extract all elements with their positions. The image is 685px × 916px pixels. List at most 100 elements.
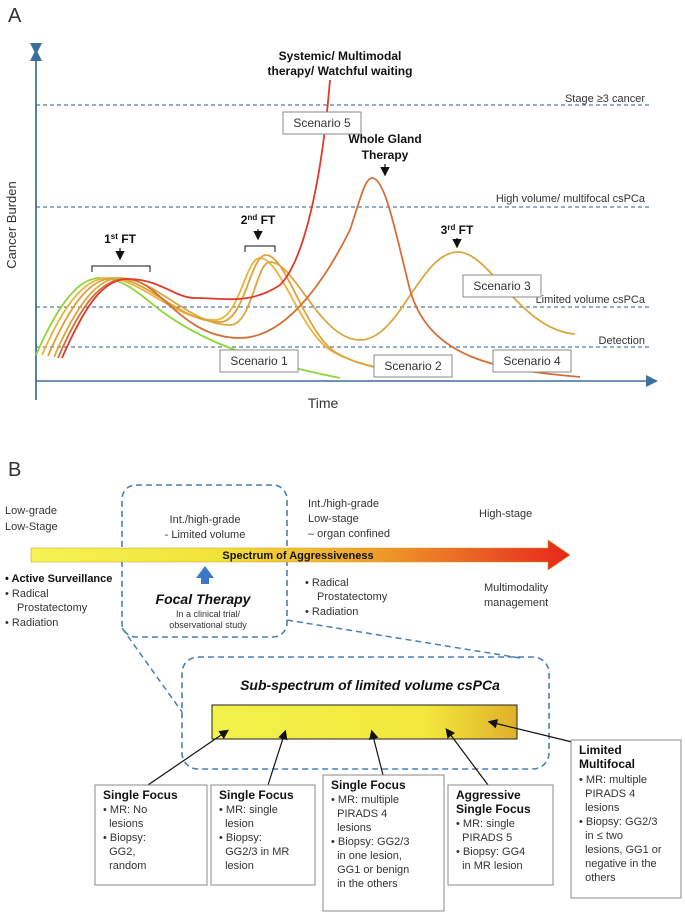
desc-box-1-line-4: GG2,: [103, 846, 135, 858]
whole-gland-line2: Therapy: [362, 148, 409, 162]
ft1-number: 1: [104, 232, 111, 246]
zoom-connector-right: [286, 619, 521, 659]
desc-box-2-title: Single Focus: [219, 788, 294, 802]
desc-box-1-line-3: • Biopsy:: [103, 832, 146, 844]
desc-box-3-line-3: lesions: [331, 822, 372, 834]
threshold-high-volume-label: High volume/ multifocal csPCa: [496, 193, 646, 205]
desc-box-1-line-1: • MR: No: [103, 804, 147, 816]
middle-list-item-1: • Radical: [305, 577, 349, 589]
desc-box-2-line-3: • Biopsy:: [219, 832, 262, 844]
scenario-4-label: Scenario 4: [503, 354, 561, 368]
low-stage-2-label: Low-stage: [308, 513, 359, 525]
ft3-superscript: rd: [447, 223, 455, 232]
low-grade-label: Low-grade: [5, 505, 57, 517]
pointer-arrows: [147, 719, 573, 786]
desc-box-3-title: Single Focus: [331, 778, 406, 792]
systemic-line2: therapy/ Watchful waiting: [268, 64, 413, 78]
pointer-arrow-2: [267, 729, 288, 786]
panel-b-letter: B: [8, 459, 21, 481]
sub-spectrum-bar: [211, 704, 518, 740]
whole-gland-annotation: Whole Gland Therapy: [348, 132, 422, 177]
ft1-suffix: FT: [118, 232, 137, 246]
desc-box-1-line-2: lesions: [103, 818, 144, 830]
ft2-annotation: 2nd FT: [241, 213, 276, 252]
desc-box-5-title-2: Multifocal: [579, 757, 635, 771]
desc-box-5-line-1: • MR: multiple: [579, 774, 647, 786]
sub-spectrum-frame: [181, 656, 550, 770]
desc-box-5-line-3: lesions: [579, 802, 620, 814]
ft1-annotation: 1st FT: [91, 232, 151, 272]
desc-box-2: Single Focus • MR: single lesion • Biops…: [210, 784, 316, 886]
desc-box-1-title: Single Focus: [103, 788, 178, 802]
desc-box-2-line-2: lesion: [219, 818, 254, 830]
curve-scenario-2b: [47, 254, 446, 376]
threshold-lines: [36, 104, 652, 348]
scenario-4-box: Scenario 4: [492, 349, 572, 373]
desc-box-3-line-2: PIRADS 4: [331, 808, 387, 820]
desc-box-2-line-4: GG2/3 in MR: [219, 846, 289, 858]
middle-list-item-1b: Prostatectomy: [317, 591, 388, 603]
scenario-5-label: Scenario 5: [293, 116, 351, 130]
desc-box-3-line-5: in one lesion,: [331, 850, 402, 862]
panel-a-letter: A: [8, 5, 22, 27]
desc-box-4-line-1: • MR: single: [456, 818, 515, 830]
limited-volume-label: - Limited volume: [165, 529, 246, 541]
desc-box-3-line-1: • MR: multiple: [331, 794, 399, 806]
high-stage-label: High-stage: [479, 508, 532, 520]
organ-confined-label: – organ confined: [308, 528, 390, 540]
desc-box-2-line-1: • MR: single: [219, 804, 278, 816]
left-list-item-1: • Active Surveillance: [5, 573, 112, 585]
pointer-arrow-5: [487, 719, 573, 743]
scenario-1-box: Scenario 1: [219, 349, 299, 373]
desc-box-4: Aggressive Single Focus • MR: single PIR…: [447, 784, 554, 886]
desc-box-1-line-5: random: [103, 860, 146, 872]
desc-box-3-line-4: • Biopsy: GG2/3: [331, 836, 409, 848]
svg-text:1st FT: 1st FT: [104, 232, 136, 246]
scenario-3-label: Scenario 3: [473, 279, 531, 293]
desc-box-5-line-8: others: [579, 872, 616, 884]
desc-box-4-title-2: Single Focus: [456, 802, 531, 816]
ft3-annotation: 3rd FT: [441, 223, 474, 249]
int-high-grade-2-label: Int./high-grade: [308, 498, 379, 510]
ft2-number: 2: [241, 213, 248, 227]
ft1-superscript: st: [111, 232, 118, 241]
x-axis-label: Time: [308, 395, 339, 411]
desc-box-5-line-7: negative in the: [579, 858, 657, 870]
middle-list-item-2: • Radiation: [305, 606, 358, 618]
focal-therapy-sub-2: observational study: [169, 620, 247, 630]
threshold-stage3-label: Stage ≥3 cancer: [565, 93, 645, 105]
desc-box-4-line-4: in MR lesion: [456, 860, 523, 872]
scenario-5-box: Scenario 5: [282, 111, 362, 135]
pointer-arrow-4: [445, 728, 489, 786]
spectrum-arrow: [30, 539, 571, 571]
desc-box-3: Single Focus • MR: multiple PIRADS 4 les…: [322, 774, 445, 912]
threshold-detection-label: Detection: [599, 335, 645, 347]
ft3-number: 3: [441, 223, 448, 237]
low-stage-label: Low-Stage: [5, 521, 58, 533]
desc-box-5-line-5: in ≤ two: [579, 830, 623, 842]
ft2-suffix: FT: [257, 213, 276, 227]
systemic-line1: Systemic/ Multimodal: [279, 49, 402, 63]
whole-gland-line1: Whole Gland: [348, 132, 421, 146]
multimodality-label-2: management: [484, 597, 548, 609]
curve-scenario-5: [61, 79, 331, 359]
desc-box-5: Limited Multifocal • MR: multiple PIRADS…: [570, 739, 682, 899]
desc-box-4-line-2: PIRADS 5: [456, 832, 512, 844]
threshold-limited-volume-label: Limited volume csPCa: [536, 294, 646, 306]
pointer-arrow-3: [369, 729, 384, 776]
ft3-suffix: FT: [455, 223, 474, 237]
desc-box-5-line-2: PIRADS 4: [579, 788, 635, 800]
desc-box-3-line-7: in the others: [331, 878, 398, 890]
focal-therapy-title: Focal Therapy: [156, 591, 252, 607]
desc-box-4-title-1: Aggressive: [456, 788, 521, 802]
multimodality-label-1: Multimodality: [484, 582, 549, 594]
left-list-item-3: • Radiation: [5, 617, 58, 629]
zoom-connector-left: [121, 627, 183, 713]
scenario-1-label: Scenario 1: [230, 354, 288, 368]
desc-box-4-line-3: • Biopsy: GG4: [456, 846, 525, 858]
spectrum-label: Spectrum of Aggressiveness: [222, 550, 373, 562]
focal-up-arrow-icon: [196, 566, 214, 584]
svg-text:2nd FT: 2nd FT: [241, 213, 276, 227]
int-high-grade-label: Int./high-grade: [170, 514, 241, 526]
